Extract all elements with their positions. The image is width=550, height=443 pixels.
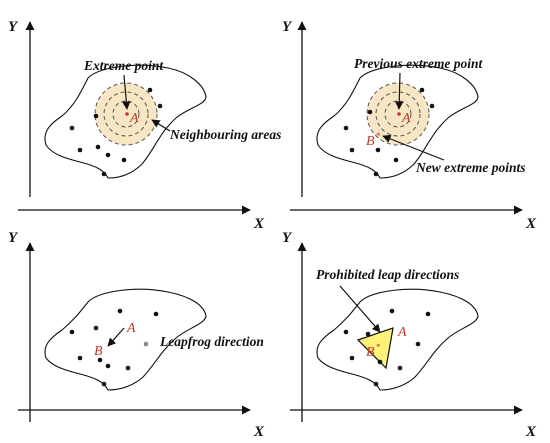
sample-point <box>125 365 131 371</box>
y-axis-label: Y <box>282 230 293 246</box>
y-axis-label: Y <box>282 19 293 35</box>
prohibited-directions-arrow <box>339 285 381 333</box>
point-b-label: B <box>366 134 375 149</box>
sample-point <box>377 359 383 365</box>
sample-point <box>425 311 431 317</box>
sample-point <box>373 381 379 387</box>
sample-point <box>69 329 75 335</box>
y-axis-label: Y <box>8 19 19 35</box>
annotation-neighbouring-areas: Neighbouring areas <box>169 127 281 142</box>
sample-point <box>77 147 83 153</box>
annotation-leapfrog-direction: Leapfrog direction <box>159 334 264 349</box>
sample-point <box>393 157 399 163</box>
point-b-label: B <box>366 345 375 360</box>
sample-points <box>343 87 435 177</box>
sample-point <box>153 311 159 317</box>
point-a-label: A <box>126 321 136 336</box>
panel-top-right: Y X A B * Previous extreme point New ext… <box>282 19 537 232</box>
sample-point <box>77 355 83 361</box>
annotation-prohibited-leap-directions: Prohibited leap directions <box>316 267 459 282</box>
sample-point <box>69 125 75 131</box>
panel-bottom-left: Y X A B Leapfrog direction <box>8 230 265 440</box>
sample-point <box>101 381 107 387</box>
sample-point <box>367 109 373 115</box>
point-b-star: * <box>376 131 381 141</box>
x-axis-label: X <box>525 424 537 440</box>
panel-bottom-right: Y X A B * Prohibited leap directions <box>282 230 537 440</box>
neighbouring-areas-arrow <box>151 119 171 132</box>
sample-point <box>343 329 349 335</box>
sample-point <box>143 341 149 347</box>
prohibited-region <box>356 327 394 370</box>
sample-point <box>147 87 153 93</box>
point-a-label: A <box>397 325 407 340</box>
search-region <box>44 288 207 391</box>
sample-point <box>349 147 355 153</box>
sample-point <box>349 355 355 361</box>
sample-point <box>389 308 395 314</box>
panel-top-left: Y X A Extreme point Neighbouring areas <box>8 19 281 232</box>
y-axis-label: Y <box>8 230 19 246</box>
sample-point <box>93 113 99 119</box>
point-a-marker <box>397 112 401 116</box>
sample-point <box>397 365 403 371</box>
sample-point <box>429 103 435 109</box>
x-axis-label: X <box>253 216 265 232</box>
sample-points <box>69 87 163 177</box>
leapfrog-arrow <box>107 327 125 347</box>
sample-point <box>419 87 425 93</box>
sample-points <box>343 308 431 387</box>
sample-point <box>343 125 349 131</box>
point-a-label: A <box>129 111 139 126</box>
annotation-previous-extreme-point: Previous extreme point <box>354 56 483 71</box>
sample-point <box>101 171 107 177</box>
sample-point <box>157 103 163 109</box>
sample-point <box>117 308 123 314</box>
point-b-star: * <box>376 342 381 352</box>
x-axis-label: X <box>253 424 265 440</box>
sample-point <box>415 341 421 347</box>
point-a-label: A <box>401 111 411 126</box>
previous-extreme-point-arrow <box>395 72 404 110</box>
sample-point <box>95 144 101 150</box>
sample-point <box>375 147 381 153</box>
annotation-extreme-point: Extreme point <box>83 58 164 73</box>
sample-point <box>105 363 111 369</box>
sample-point <box>121 157 127 163</box>
sample-point <box>93 325 99 331</box>
sample-point <box>97 357 103 363</box>
sample-point <box>365 331 371 337</box>
annotation-new-extreme-points: New extreme points <box>415 160 526 175</box>
sample-point <box>105 152 111 158</box>
point-b-label: B <box>94 344 103 359</box>
extreme-point-arrow <box>122 74 131 110</box>
point-a-marker <box>125 112 129 116</box>
sample-point <box>373 171 379 177</box>
sample-points <box>69 308 159 387</box>
search-region <box>316 288 479 391</box>
x-axis-label: X <box>525 216 537 232</box>
new-extreme-points-arrow <box>382 134 445 161</box>
